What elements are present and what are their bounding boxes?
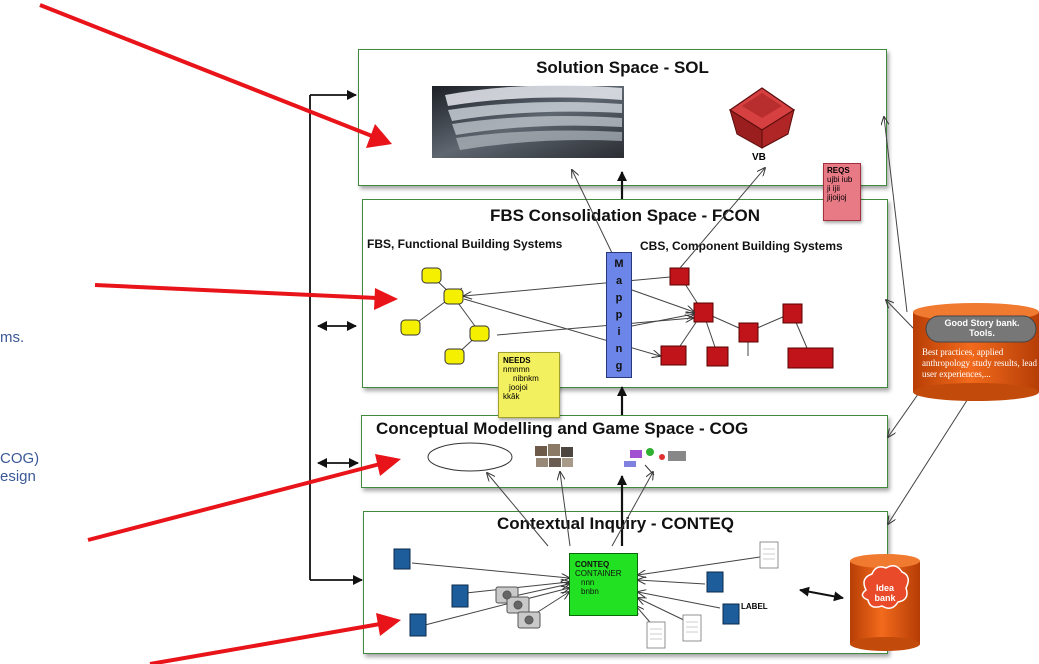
good-story-bank-cylinder xyxy=(913,303,1039,401)
label-tag: LABEL xyxy=(741,602,768,611)
cog-ellipse xyxy=(427,442,513,472)
building-image xyxy=(432,85,624,158)
side-text-line: ms. xyxy=(0,329,25,346)
mapping-letter: n xyxy=(615,343,623,355)
idea-bank-title: Idea bank xyxy=(874,583,896,603)
idea-bank-cylinder xyxy=(850,554,920,651)
needs-note-title: NEEDS xyxy=(503,356,531,365)
fbs-label: FBS, Functional Building Systems xyxy=(367,237,563,251)
container-line: bnbn xyxy=(581,587,599,596)
fbs-node xyxy=(400,267,490,365)
conteq-container: CONTEQ CONTAINER nnn bnbn xyxy=(569,553,638,616)
game-sketch-icon xyxy=(624,448,686,476)
container-line: nnn xyxy=(581,578,595,587)
camera-icon xyxy=(495,586,541,629)
mapping-letter: g xyxy=(615,360,623,372)
red-pointer-arrow xyxy=(39,3,401,664)
container-line: CONTEQ xyxy=(575,560,610,569)
photo-thumbnails-icon xyxy=(535,444,573,467)
mapping-letter: a xyxy=(615,275,623,287)
needs-note-line: nibnkm xyxy=(513,374,539,383)
mapping-box: M a p p i n g xyxy=(606,252,632,378)
good-story-bank-body: Best practices, applied anthropology stu… xyxy=(922,347,1037,379)
vb-label: VB xyxy=(752,152,766,163)
needs-note-line: joojoi xyxy=(509,383,528,392)
vb-house-icon xyxy=(728,87,796,149)
reqs-note-title: REQS xyxy=(827,166,850,175)
cog-title: Conceptual Modelling and Game Space - CO… xyxy=(376,419,749,438)
video-clip-icon xyxy=(393,548,740,637)
container-line: CONTAINER xyxy=(575,569,622,578)
reqs-note: REQS ujbi iub ji ijii jijoijoj xyxy=(823,163,861,221)
good-story-bank-title: Good Story bank. Tools. xyxy=(944,318,1020,338)
document-icon xyxy=(646,541,779,649)
needs-note-line: kkâk xyxy=(503,392,520,401)
reqs-note-line: jijoijoj xyxy=(827,193,847,202)
needs-note-line: nmnmn xyxy=(503,365,530,374)
mapping-letter: i xyxy=(617,326,621,338)
mapping-letter: M xyxy=(614,258,624,270)
mapping-letter: p xyxy=(615,309,623,321)
side-text-line: COG) xyxy=(0,450,40,467)
reqs-note-line: ji ijii xyxy=(827,184,840,193)
needs-note: NEEDS nmnmn nibnkm joojoi kkâk xyxy=(498,352,560,418)
cbs-node xyxy=(660,267,834,369)
side-text-line: esign xyxy=(0,468,36,485)
cbs-label: CBS, Component Building Systems xyxy=(640,239,843,253)
reqs-note-line: ujbi iub xyxy=(827,175,853,184)
fcon-title: FBS Consolidation Space - FCON xyxy=(489,206,761,225)
mapping-letter: p xyxy=(615,292,623,304)
sol-title: Solution Space - SOL xyxy=(536,58,709,77)
feedback-bracket xyxy=(309,90,363,585)
conteq-title: Contextual Inquiry - CONTEQ xyxy=(496,514,735,533)
